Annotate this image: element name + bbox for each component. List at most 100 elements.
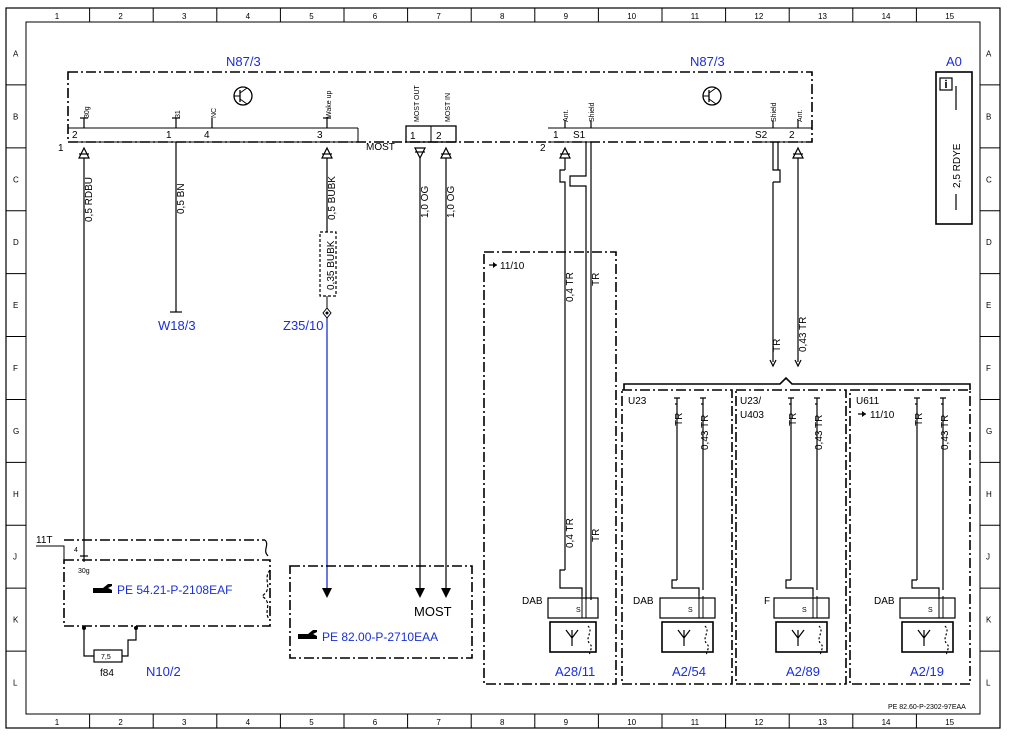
frame-col-4: 4 — [246, 718, 251, 727]
antenna-icon — [791, 629, 805, 646]
f-label: F — [764, 596, 770, 607]
frame-col-3: 3 — [182, 12, 187, 21]
n10-label: N10/2 — [146, 664, 181, 679]
u23-wire-tr: TR — [674, 413, 685, 426]
a0-wire-label: 2,5 RDYE — [952, 143, 963, 188]
frame-row-H: H — [13, 490, 19, 499]
frame-col-8: 8 — [500, 718, 505, 727]
dab-label-2: DAB — [633, 596, 654, 607]
frame-row-D: D — [986, 238, 992, 247]
document-code: PE 82.60-P-2302-97EAA — [888, 704, 966, 711]
wire-label-rdbu: 0,5 RDBU — [84, 177, 95, 222]
dab-label-3: DAB — [874, 596, 895, 607]
n10-pin-4: 4 — [74, 547, 78, 554]
frame-col-3: 3 — [182, 718, 187, 727]
wire-label-og-1: 1,0 OG — [420, 186, 431, 218]
u403-label: U403 — [740, 410, 764, 421]
u23-u403-label: U23/ — [740, 396, 761, 407]
wire-label-bn: 0,5 BN — [176, 183, 187, 214]
frame-col-11: 11 — [691, 718, 700, 727]
frame-col-12: 12 — [754, 12, 763, 21]
frame-col-10: 10 — [627, 12, 636, 21]
wire-label-og-2: 1,0 OG — [446, 186, 457, 218]
frame-row-L: L — [13, 679, 18, 688]
frame-row-E: E — [986, 301, 991, 310]
a28-label: A28/11 — [555, 664, 595, 679]
pin-31: 31 — [175, 110, 182, 118]
frame-row-J: J — [986, 553, 990, 562]
pin-num-2: 2 — [72, 130, 78, 141]
frame-col-15: 15 — [945, 12, 954, 21]
frame-col-5: 5 — [309, 12, 314, 21]
frame-col-7: 7 — [436, 12, 441, 21]
pin-shield: Shield — [589, 102, 596, 122]
pin-s1: S1 — [573, 130, 586, 141]
n87-unit: N87/3 N87/3 30g 31 NC Wake up MOST OUT M… — [58, 54, 813, 154]
frame-row-F: F — [13, 364, 18, 373]
variant-u23: U23 — [621, 389, 733, 685]
ref-pe-5421: PE 54.21-P-2108EAF — [117, 583, 232, 597]
frame-row-A: A — [986, 49, 992, 58]
wire-label-tr: TR — [591, 273, 602, 286]
ref-pe-8200: PE 82.00-P-2710EAA — [322, 630, 438, 644]
frame-col-14: 14 — [882, 12, 891, 21]
frame-col-9: 9 — [564, 12, 569, 21]
u23-label: U23 — [628, 396, 647, 407]
antenna-a2-19: S — [899, 579, 956, 655]
frame-col-1: 1 — [55, 12, 60, 21]
u23-wire-043tr: 0,43 TR — [700, 415, 711, 450]
a2-89-label: A2/89 — [786, 664, 820, 679]
frame-row-E: E — [13, 301, 18, 310]
frame-col-9: 9 — [564, 718, 569, 727]
pin-num-1b: 1 — [553, 130, 559, 141]
region-11-10: 11/10 — [483, 251, 617, 685]
frame-col-7: 7 — [436, 718, 441, 727]
u611-label: U611 — [856, 396, 880, 407]
module-11t-label: 11T — [36, 535, 53, 546]
shield-s-label: S — [576, 607, 581, 614]
pin-most-out: MOST OUT — [414, 84, 421, 122]
most-box-label: MOST — [414, 604, 452, 619]
frame-row-H: H — [986, 490, 992, 499]
ref-11-10: 11/10 — [500, 261, 525, 272]
frame-row-K: K — [13, 616, 19, 625]
pin-nc: NC — [211, 108, 218, 118]
pin-s2: S2 — [755, 130, 768, 141]
frame-row-B: B — [986, 112, 991, 121]
antenna-a2-54: S — [659, 579, 716, 655]
frame-columns: 1122334455667788991010111112121313141415… — [55, 8, 955, 728]
antenna-icon — [677, 629, 691, 646]
frame-row-G: G — [13, 427, 19, 436]
a2-19-label: A2/19 — [910, 664, 944, 679]
frame-col-14: 14 — [882, 718, 891, 727]
frame-col-6: 6 — [373, 12, 378, 21]
shield-s-label: S — [802, 607, 807, 614]
frame-row-D: D — [13, 238, 19, 247]
wire-label-043tr: 0,43 TR — [798, 317, 809, 352]
u403-wire-tr: TR — [788, 413, 799, 426]
frame-col-2: 2 — [118, 718, 123, 727]
a0-unit: A0 2,5 RDYE — [935, 54, 973, 225]
frame-col-8: 8 — [500, 12, 505, 21]
frame-row-C: C — [986, 175, 992, 184]
wire-label-bubk-035: 0,35 BUBK — [326, 240, 337, 290]
transistor-icon — [702, 86, 722, 106]
frame-col-10: 10 — [627, 718, 636, 727]
frame-row-C: C — [13, 175, 19, 184]
pin-most-in: MOST IN — [445, 93, 452, 122]
pin-num-1: 1 — [166, 130, 172, 141]
pin-ant: Ant. — [563, 109, 570, 122]
f84-label: f84 — [100, 668, 114, 679]
wire-label-tr-2: TR — [772, 339, 783, 352]
pin-30g: 30g — [84, 106, 91, 118]
u611-wire-043tr: 0,43 TR — [940, 415, 951, 450]
frame — [5, 7, 1001, 729]
frame-row-A: A — [13, 49, 19, 58]
shield-s-label: S — [688, 607, 693, 614]
u611-wire-tr: TR — [914, 413, 925, 426]
variant-u611: U611 11/10 — [849, 389, 971, 685]
a0-label: A0 — [946, 54, 962, 69]
antenna-icon — [565, 629, 579, 646]
most-pin-2: 2 — [436, 131, 442, 142]
antenna-a2-89: S — [773, 579, 830, 655]
